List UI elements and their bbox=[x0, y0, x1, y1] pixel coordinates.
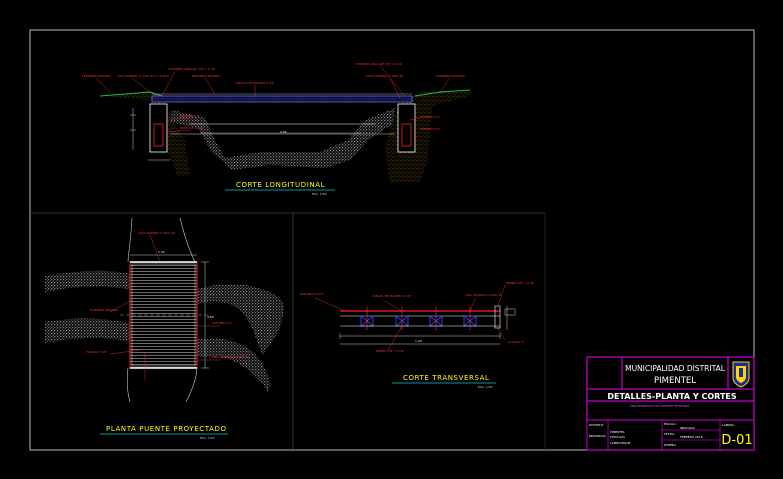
sheet-border bbox=[29, 29, 755, 451]
date-value: FEBRERO 2018 bbox=[680, 435, 703, 439]
callout-bolts-right: 4 PERNOS ANCLAJE 5/8" x 0.30 bbox=[355, 62, 402, 66]
callout-ground-right: TERRENO NATURAL bbox=[435, 74, 465, 78]
sheet-title: DETALLES-PLANTA Y CORTES bbox=[607, 392, 737, 401]
plan-callout-railing: BARANDA MADERA bbox=[90, 308, 119, 312]
transverse-callout-beam: VIGA MADERA 0.30x0.30 bbox=[465, 293, 502, 297]
transverse-scale: ESC. 1/25 bbox=[478, 385, 493, 389]
plan-callout-beam-2: VIGA MADERA 0.30x0.30 bbox=[212, 355, 249, 359]
transverse-callout-bolt: PERNO 5/8" x 0.30 bbox=[506, 281, 534, 285]
scale-value: INDICADA bbox=[680, 426, 696, 430]
plan-view: 4.50 1.20 VIGA MADERA 0.30x0.30 BARANDA … bbox=[45, 217, 284, 440]
org-name-line1: MUNICIPALIDAD DISTRITAL bbox=[625, 364, 726, 373]
span-dimension: 4.50 bbox=[280, 130, 287, 134]
transverse-section: 1.20 BARANDA 2"x4" TABLAS DE MADERA 2"x8… bbox=[300, 281, 534, 389]
callout-abutment-left: ESTRIBO C°S° bbox=[180, 114, 201, 118]
callout-railing: BARANDA MADERA bbox=[192, 74, 221, 78]
plan-callout-planks: TABLAS 2"x8" bbox=[85, 350, 107, 354]
coat-of-arms-icon bbox=[732, 361, 750, 388]
transverse-callout-planks: TABLAS DE MADERA 2"x8" bbox=[371, 294, 412, 298]
longitudinal-section: 4.50 TERRENO NATURAL VIGA MADERA 0.30x0.… bbox=[81, 62, 471, 196]
district-label: DISTRITO: bbox=[589, 423, 604, 427]
callout-planks: TABLAS DE MADERA 2"x8" bbox=[234, 81, 275, 85]
soil-left bbox=[100, 92, 190, 176]
region-value: LAMBAYEQUE bbox=[610, 441, 631, 445]
plan-width-dimension: 1.20 bbox=[158, 250, 165, 254]
longitudinal-title: CORTE LONGITUDINAL bbox=[236, 181, 325, 189]
designer-label: DISEÑO: bbox=[664, 442, 677, 447]
plan-span-dimension: 4.50 bbox=[207, 315, 214, 319]
bank-lower bbox=[45, 318, 140, 344]
beam-row bbox=[360, 315, 477, 327]
scale-label: ESCALA: bbox=[664, 422, 677, 426]
org-name-line2: PIMENTEL bbox=[654, 376, 696, 386]
callout-abutment-right-2: ESTRIBO C°S° bbox=[420, 127, 441, 131]
district-value: PIMENTEL bbox=[610, 430, 625, 434]
project-line: MEJORAMIENTO DEL PUENTE PEATONAL bbox=[630, 404, 690, 408]
callout-water: NIVEL DE AGUA bbox=[180, 126, 204, 130]
sheet-code: D-01 bbox=[721, 433, 752, 448]
plan-callout-abutment: ESTRIBO C°S° bbox=[212, 321, 233, 325]
abutment-right bbox=[397, 103, 416, 153]
plan-scale: ESC. 1/50 bbox=[200, 436, 215, 440]
province-label: PROVINCIA: bbox=[589, 434, 606, 438]
callout-beam-left: VIGA MADERA 0.30x0.30 L=4.50m bbox=[117, 74, 169, 78]
province-value: CHICLAYO bbox=[610, 435, 626, 439]
transverse-callout-nails: CLAVOS 4" bbox=[508, 340, 525, 344]
abutment-left bbox=[149, 103, 168, 153]
bank-upper bbox=[45, 270, 140, 292]
callout-abutment-right: ESTRIBO C°S° bbox=[420, 115, 441, 119]
riverbed bbox=[170, 108, 395, 170]
plan-title: PLANTA PUENTE PROYECTADO bbox=[106, 425, 227, 433]
transverse-title: CORTE TRANSVERSAL bbox=[403, 374, 490, 382]
transverse-callout-railing: BARANDA 2"x4" bbox=[300, 292, 325, 296]
longitudinal-scale: ESC. 1/50 bbox=[312, 192, 327, 196]
transverse-callout-bolt-2: PERNO 5/8" x 0.30 bbox=[376, 349, 404, 353]
sheet-label: LAMINA: bbox=[722, 423, 735, 427]
callout-beam-right: VIGA MADERA 0.30x0.30 bbox=[366, 74, 403, 78]
date-label: FECHA: bbox=[664, 432, 675, 436]
callout-ground-left: TERRENO NATURAL bbox=[81, 74, 111, 78]
callout-bolts-left: 4 PERNOS ANCLAJE 5/8" x 0.30 bbox=[168, 67, 215, 71]
plan-callout-beam: VIGA MADERA 0.30x0.30 bbox=[138, 231, 175, 235]
title-block: MUNICIPALIDAD DISTRITAL PIMENTEL DETALLE… bbox=[586, 356, 755, 451]
transverse-width-dimension: 1.20 bbox=[415, 339, 422, 343]
